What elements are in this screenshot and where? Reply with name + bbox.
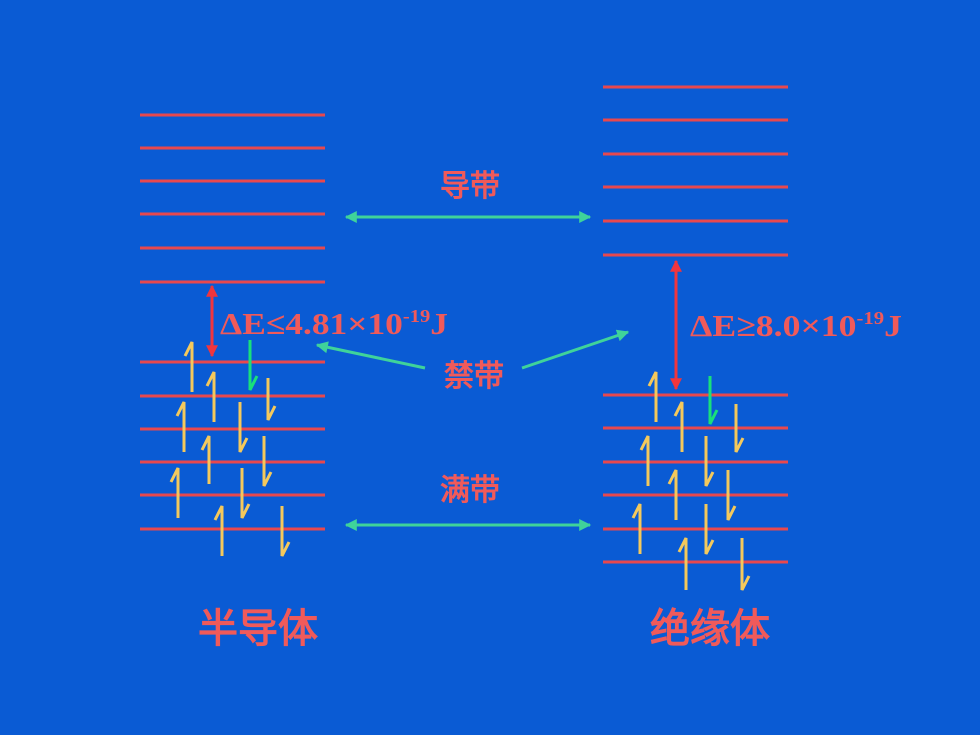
spin-down-arrow bbox=[708, 376, 719, 425]
spin-up-arrow bbox=[200, 435, 211, 484]
spin-up-arrow bbox=[647, 371, 658, 422]
spin-up-arrow bbox=[667, 469, 678, 520]
spin-up-arrow bbox=[169, 467, 180, 518]
spin-down-arrow bbox=[248, 340, 259, 391]
spin-down-arrow bbox=[726, 470, 737, 521]
forbidden-band-label: 禁带 bbox=[444, 359, 504, 394]
insulator-title: 绝缘体 bbox=[650, 606, 770, 652]
spin-down-arrow bbox=[740, 538, 751, 591]
spin-down-arrow bbox=[262, 436, 273, 487]
spin-up-arrow bbox=[677, 537, 688, 590]
electron-spins bbox=[169, 340, 751, 591]
insulator-conduction-band bbox=[603, 85, 788, 257]
semiconductor-conduction-band bbox=[140, 113, 325, 284]
conduction-band-label: 导带 bbox=[440, 169, 500, 204]
insulator-valence-band bbox=[603, 393, 788, 564]
spin-down-arrow bbox=[266, 378, 277, 421]
semiconductor-title: 半导体 bbox=[198, 606, 318, 652]
spin-up-arrow bbox=[213, 505, 224, 556]
spin-down-arrow bbox=[240, 468, 251, 519]
spin-up-arrow bbox=[673, 401, 684, 452]
valence-band-label: 满带 bbox=[440, 473, 500, 508]
spin-down-arrow bbox=[280, 506, 291, 557]
forbidden-right-arrow bbox=[521, 329, 630, 370]
spin-up-arrow bbox=[631, 503, 642, 554]
spin-down-arrow bbox=[704, 504, 715, 555]
forbidden-left-arrow bbox=[315, 341, 426, 370]
semiconductor-valence-band bbox=[140, 360, 325, 531]
spin-up-arrow bbox=[175, 401, 186, 452]
spin-down-arrow bbox=[734, 404, 745, 453]
spin-down-arrow bbox=[238, 402, 249, 453]
spin-up-arrow bbox=[183, 341, 194, 392]
spin-up-arrow bbox=[639, 435, 650, 486]
spin-up-arrow bbox=[205, 371, 216, 422]
spin-down-arrow bbox=[704, 436, 715, 487]
